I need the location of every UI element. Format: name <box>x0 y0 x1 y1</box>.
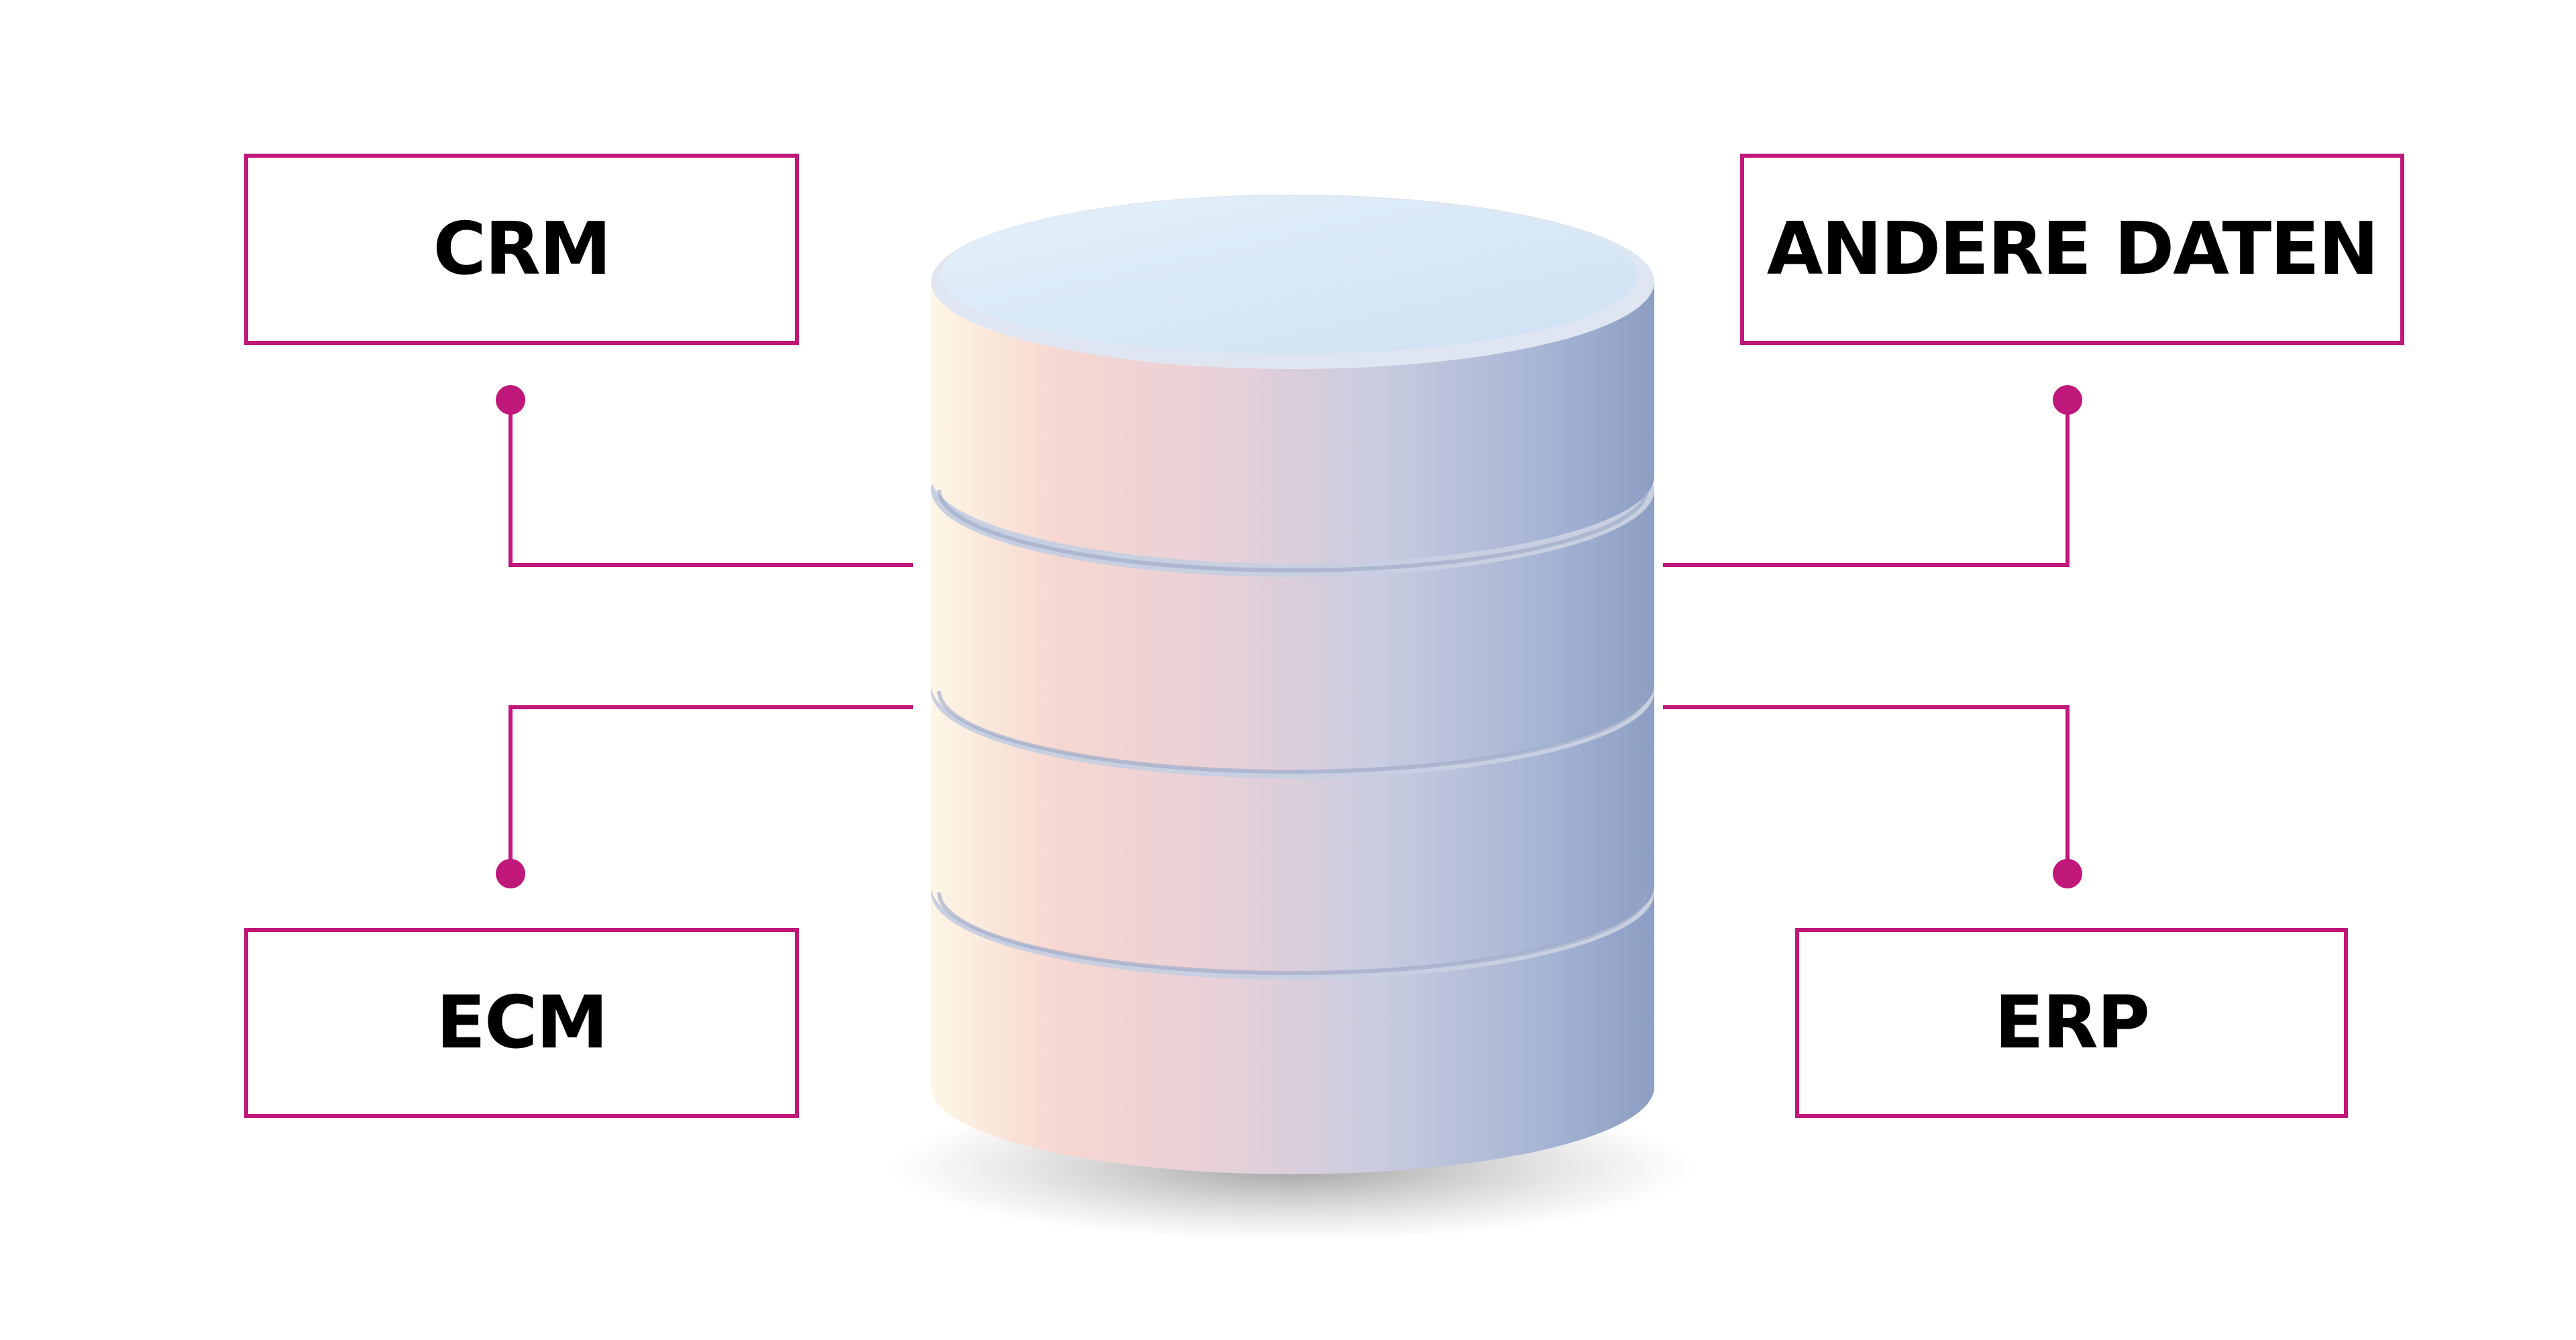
label-crm: CRM <box>433 207 612 291</box>
label-box-erp: ERP <box>1795 928 2348 1118</box>
label-other-data: ANDERE DATEN <box>1766 207 2379 291</box>
label-box-crm: CRM <box>244 154 799 345</box>
label-box-other-data: ANDERE DATEN <box>1740 154 2404 345</box>
connector-erp <box>1663 705 2070 874</box>
connector-dot-ecm <box>496 859 525 888</box>
connector-crm <box>508 400 913 567</box>
label-ecm: ECM <box>436 981 608 1065</box>
connector-dot-other-data <box>2053 385 2082 415</box>
label-erp: ERP <box>1994 981 2150 1065</box>
label-box-ecm: ECM <box>244 928 799 1118</box>
connector-ecm <box>508 705 913 874</box>
database-icon <box>890 195 1695 1241</box>
connector-other-data <box>1663 400 2070 567</box>
connector-dot-erp <box>2053 859 2082 888</box>
connector-dot-crm <box>496 385 525 415</box>
